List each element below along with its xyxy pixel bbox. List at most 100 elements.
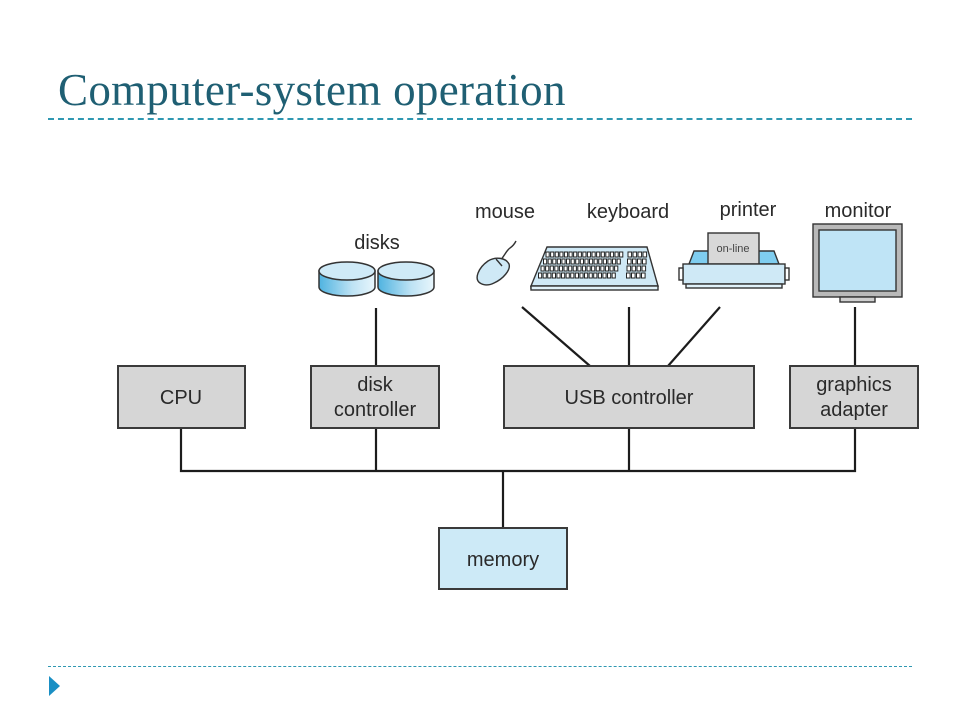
keypad-key xyxy=(637,258,642,265)
keyboard-key xyxy=(597,272,602,279)
keypad-key xyxy=(631,272,636,279)
keypad-key xyxy=(636,272,641,279)
keyboard-key xyxy=(611,272,616,279)
mouse-icon xyxy=(476,240,517,286)
keypad-key xyxy=(641,272,646,279)
bullet-arrow-icon xyxy=(49,676,60,696)
keyboard-key xyxy=(549,265,554,272)
printer-wire xyxy=(667,306,721,367)
keyboard-key xyxy=(563,265,568,272)
keyboard-key xyxy=(595,265,600,272)
disk-controller-label-line1: disk xyxy=(357,374,394,396)
keyboard-key xyxy=(545,251,550,258)
keyboard-key xyxy=(605,251,610,258)
keyboard-key xyxy=(568,251,573,258)
keyboard-key xyxy=(565,272,570,279)
graphics-adapter-box: graphics adapter xyxy=(789,365,919,429)
keyboard-key xyxy=(582,251,587,258)
keyboard-key xyxy=(596,251,601,258)
keyboard-key xyxy=(568,265,573,272)
keyboard-key xyxy=(547,258,552,265)
memory-label: memory xyxy=(467,549,539,571)
usb-controller-label: USB controller xyxy=(565,387,694,409)
keyboard-key xyxy=(570,272,575,279)
disk-controller-box: disk controller xyxy=(310,365,440,429)
disk-controller-label-line2: controller xyxy=(334,399,417,421)
keyboard-key xyxy=(545,265,550,272)
keyboard-key xyxy=(552,258,557,265)
keyboard-key xyxy=(619,251,624,258)
monitor-label: monitor xyxy=(825,200,892,222)
keypad-key xyxy=(637,251,643,258)
keyboard-key xyxy=(604,265,610,272)
keyboard-key xyxy=(579,258,584,265)
keyboard-key xyxy=(602,258,607,265)
mouse-label: mouse xyxy=(475,201,535,223)
keyboard-key xyxy=(558,265,564,272)
keyboard-key xyxy=(563,251,569,258)
keyboard-key xyxy=(584,258,589,265)
keyboard-key xyxy=(586,265,591,272)
keyboard-key xyxy=(614,251,619,258)
keyboard-key xyxy=(593,272,598,279)
keypad-key xyxy=(626,265,632,272)
keypad-key xyxy=(632,258,637,265)
keypad-key xyxy=(627,251,633,258)
bus-wires xyxy=(179,306,857,528)
keyboard-key xyxy=(551,272,556,279)
keyboard-key xyxy=(561,272,566,279)
keyboard-key xyxy=(614,265,619,272)
keyboard-key xyxy=(547,272,552,279)
system-bus xyxy=(179,428,857,473)
keyboard-key xyxy=(554,265,559,272)
cpu-label: CPU xyxy=(160,387,202,409)
disks-label: disks xyxy=(354,232,400,254)
printer-icon: on-line xyxy=(678,232,790,289)
keypad-key xyxy=(641,265,647,272)
keyboard-key xyxy=(607,258,612,265)
slide-title: Computer-system operation xyxy=(58,65,566,115)
keyboard-key xyxy=(600,265,605,272)
keyboard-key xyxy=(577,251,582,258)
keyboard-key xyxy=(593,258,598,265)
keyboard-key xyxy=(579,272,584,279)
keyboard-key xyxy=(581,265,587,272)
keyboard-key xyxy=(616,258,621,265)
keyboard-key xyxy=(538,272,543,279)
keyboard-key xyxy=(577,265,582,272)
keyboard-key xyxy=(584,272,589,279)
memory-box: memory xyxy=(438,527,568,590)
title-divider xyxy=(48,118,912,120)
keyboard-key xyxy=(573,251,578,258)
graphics-adapter-label-line1: graphics xyxy=(816,374,892,396)
keyboard-key xyxy=(566,258,571,265)
graphics-adapter-label-line2: adapter xyxy=(820,399,888,421)
keyboard-key xyxy=(575,258,580,265)
disks-icon xyxy=(318,261,435,297)
footer-divider xyxy=(48,666,912,667)
keyboard-key xyxy=(556,272,561,279)
keyboard-label: keyboard xyxy=(587,201,669,223)
monitor-icon xyxy=(812,223,903,303)
keyboard-key xyxy=(556,258,561,265)
keyboard-key xyxy=(542,272,547,279)
keypad-key xyxy=(642,258,647,265)
printer-label: printer xyxy=(720,199,777,221)
keyboard-key xyxy=(591,265,596,272)
keypad-key xyxy=(632,251,638,258)
printer-status-panel: on-line xyxy=(716,243,749,255)
keyboard-key xyxy=(586,251,592,258)
keypad-key xyxy=(642,251,648,258)
keyboard-icon xyxy=(529,246,659,291)
keyboard-key xyxy=(543,258,548,265)
keyboard-key xyxy=(570,258,575,265)
keyboard-key xyxy=(598,258,603,265)
keyboard-key xyxy=(602,272,607,279)
keyboard-key xyxy=(559,251,564,258)
keyboard-key xyxy=(574,272,579,279)
keyboard-key xyxy=(589,258,594,265)
mouse-wire xyxy=(521,306,591,367)
keypad-key xyxy=(631,265,637,272)
cpu-box: CPU xyxy=(117,365,246,429)
